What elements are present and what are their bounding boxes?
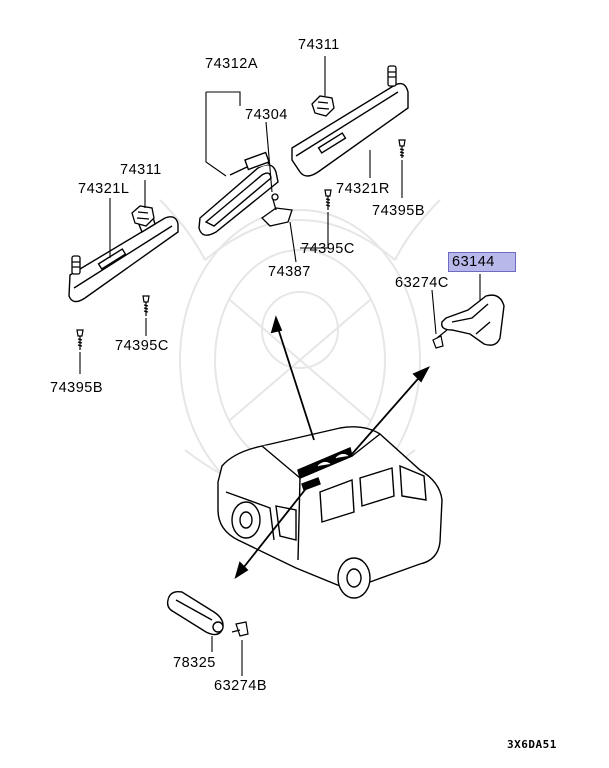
- sun-visor-left[interactable]: [68, 212, 179, 303]
- leader-lines: [79, 56, 481, 676]
- visor-clip-left[interactable]: [131, 205, 155, 227]
- part-label-63274B[interactable]: 63274B: [214, 678, 267, 694]
- screw-74395C-left[interactable]: [142, 295, 150, 316]
- assist-grip-bottom[interactable]: [166, 590, 224, 636]
- part-label-74387[interactable]: 74387: [268, 264, 311, 280]
- visor-hinge-left[interactable]: [71, 255, 81, 275]
- assist-grip-right[interactable]: [441, 294, 505, 346]
- part-label-74312A[interactable]: 74312A: [205, 56, 258, 72]
- part-label-63144[interactable]: 63144: [448, 252, 516, 272]
- part-label-74321L[interactable]: 74321L: [78, 181, 130, 197]
- part-label-74304[interactable]: 74304: [245, 107, 288, 123]
- part-label-63274C[interactable]: 63274C: [395, 275, 449, 291]
- part-label-74311-left[interactable]: 74311: [120, 162, 162, 178]
- part-label-74395B-right[interactable]: 74395B: [372, 203, 425, 219]
- part-label-74395C-mid[interactable]: 74395C: [301, 241, 355, 257]
- screw-74395B-left[interactable]: [76, 329, 84, 350]
- sun-visor-right[interactable]: [291, 82, 409, 177]
- part-label-74395C-left[interactable]: 74395C: [115, 338, 169, 354]
- rear-view-mirror[interactable]: [198, 151, 279, 236]
- screw-63274C[interactable]: [432, 329, 448, 349]
- screw-63274B[interactable]: [231, 621, 249, 637]
- part-label-74321R[interactable]: 74321R: [336, 181, 390, 197]
- part-label-74395B-left[interactable]: 74395B: [50, 380, 103, 396]
- screw-74395C-mid[interactable]: [324, 189, 332, 210]
- diagram-code: 3X6DA51: [507, 738, 557, 751]
- mirror-mount[interactable]: [260, 193, 293, 227]
- visor-clip-right[interactable]: [311, 95, 335, 117]
- arrows: [234, 315, 431, 580]
- vehicle: [217, 426, 443, 599]
- screw-74395B-right[interactable]: [398, 139, 406, 158]
- part-label-74311-top[interactable]: 74311: [298, 37, 340, 53]
- part-label-78325[interactable]: 78325: [173, 655, 216, 671]
- visor-hinge-right[interactable]: [387, 65, 397, 87]
